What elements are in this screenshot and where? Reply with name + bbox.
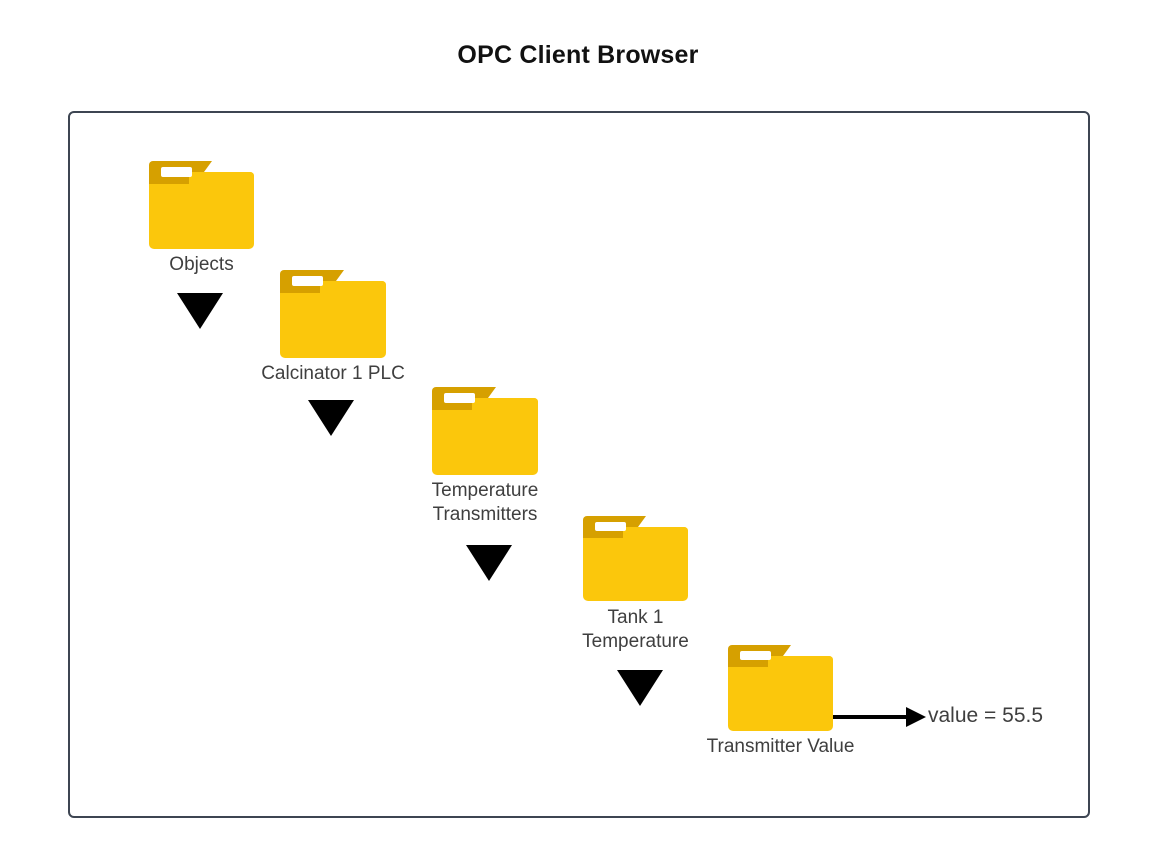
folder-front-cover [320, 281, 386, 299]
node-label-tank-1-temperature-line2: Temperature [582, 631, 689, 652]
folder-front-cover [767, 655, 833, 673]
folder-slot [443, 393, 476, 403]
folder-front-cover [188, 172, 254, 190]
page-title: OPC Client Browser [457, 41, 699, 69]
node-temperature-transmitters[interactable]: Temperature Transmitters [432, 387, 538, 525]
connector-triangle-down-2 [308, 400, 354, 436]
node-objects[interactable]: Objects [149, 161, 254, 275]
connector-triangle-down-4 [617, 670, 663, 706]
folder-icon [280, 270, 386, 358]
folder-icon [432, 387, 538, 475]
node-label-transmitter-value: Transmitter Value [706, 736, 855, 757]
value-arrow-line [833, 715, 913, 719]
node-calcinator-1-plc[interactable]: Calcinator 1 PLC [261, 270, 405, 384]
node-label-tank-1-temperature-line1: Tank 1 [607, 607, 664, 628]
folder-front-cover [622, 526, 688, 544]
connector-triangle-down-3 [466, 545, 512, 581]
node-label-temperature-transmitters-line1: Temperature [431, 480, 539, 501]
diagram-canvas: Objects Calcinator 1 PLC Temperature Tra… [68, 111, 1090, 818]
folder-icon [149, 161, 254, 249]
node-transmitter-value[interactable]: Transmitter Value [707, 645, 854, 757]
folder-icon [728, 645, 833, 731]
folder-icon [583, 516, 688, 601]
folder-slot [739, 651, 772, 661]
node-label-calcinator-1-plc: Calcinator 1 PLC [261, 363, 405, 384]
folder-slot [594, 521, 627, 532]
node-tank-1-temperature[interactable]: Tank 1 Temperature [582, 516, 689, 652]
value-readout: value = 55.5 [928, 704, 1044, 727]
node-label-temperature-transmitters-line2: Transmitters [432, 504, 538, 525]
folder-slot [160, 167, 193, 177]
node-label-objects: Objects [169, 254, 234, 275]
value-arrow-head [906, 707, 926, 727]
folder-slot [291, 276, 324, 286]
folder-front-cover [472, 398, 538, 416]
connector-triangle-down-1 [177, 293, 223, 329]
